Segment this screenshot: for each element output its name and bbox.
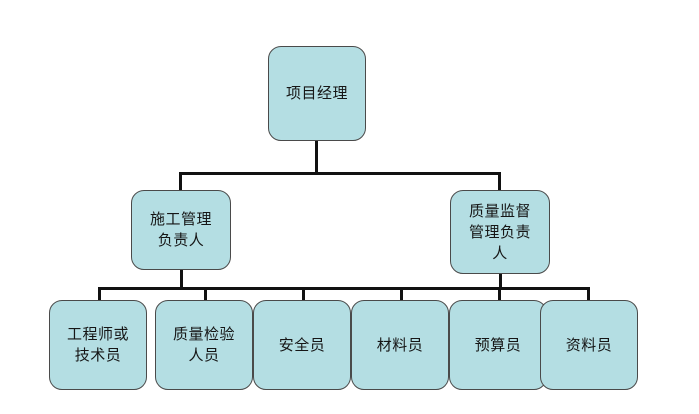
connector-construction-manager-stem <box>180 269 183 289</box>
connector-level3-bus <box>98 287 590 290</box>
org-node-engineer-or-technician[interactable]: 工程师或 技术员 <box>49 300 147 390</box>
org-node-safety-officer[interactable]: 安全员 <box>253 300 351 390</box>
org-node-materials-officer[interactable]: 材料员 <box>351 300 449 390</box>
connector-drop-safety-officer <box>302 287 305 301</box>
org-node-label: 项目经理 <box>285 84 348 102</box>
org-node-documentation-officer[interactable]: 资料员 <box>540 300 638 390</box>
connector-root-stem <box>315 140 318 174</box>
connector-drop-budget-officer <box>498 287 501 301</box>
org-node-label: 安全员 <box>278 335 326 354</box>
org-node-label: 资料员 <box>565 335 613 354</box>
org-node-construction-management-supervisor[interactable]: 施工管理 负责人 <box>131 190 231 270</box>
org-node-budget-officer[interactable]: 预算员 <box>449 300 547 390</box>
org-node-label: 施工管理 负责人 <box>149 210 212 249</box>
connector-drop-quality-inspector <box>204 287 207 301</box>
org-node-label: 质量监督 管理负责 人 <box>468 201 531 262</box>
org-node-quality-inspection-staff[interactable]: 质量检验 人员 <box>155 300 253 390</box>
connector-drop-documentation-officer <box>587 287 590 301</box>
org-node-label: 预算员 <box>474 335 522 354</box>
connector-drop-construction-manager <box>179 172 182 192</box>
org-node-label: 工程师或 技术员 <box>66 325 129 364</box>
connector-level2-bus <box>179 172 501 175</box>
org-node-project-manager[interactable]: 项目经理 <box>268 46 366 141</box>
connector-drop-quality-manager <box>498 172 501 192</box>
connector-drop-materials-officer <box>400 287 403 301</box>
connector-quality-manager-stem <box>499 273 502 289</box>
org-node-label: 材料员 <box>376 335 424 354</box>
connector-drop-engineer <box>98 287 101 301</box>
org-node-quality-supervision-manager[interactable]: 质量监督 管理负责 人 <box>450 190 550 274</box>
org-node-label: 质量检验 人员 <box>172 325 235 364</box>
